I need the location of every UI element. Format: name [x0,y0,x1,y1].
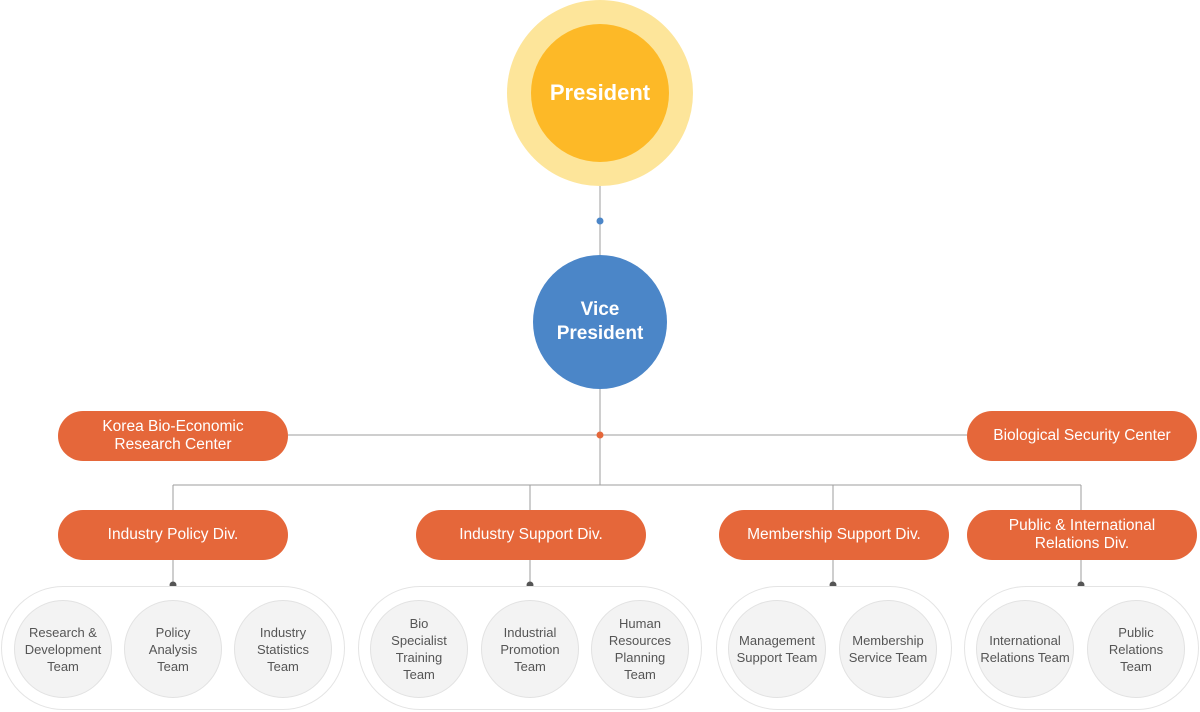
team-node: Bio Specialist Training Team [370,600,468,698]
team-node: Research & Development Team [14,600,112,698]
team-label: Bio Specialist Training Team [391,616,447,682]
team-label: Research & Development Team [24,624,102,674]
division-label: Membership Support Div. [747,526,921,543]
division-node-public-international: Public & International Relations Div. [967,510,1197,560]
center-label: Korea Bio-Economic Research Center [102,418,244,453]
division-node-membership-support: Membership Support Div. [719,510,949,560]
division-label: Industry Support Div. [459,526,603,543]
team-label: Membership Service Team [848,633,928,665]
team-label: Public Relations Team [1108,624,1164,674]
team-node: Membership Service Team [839,600,937,698]
division-label: Public & International Relations Div. [1008,517,1156,552]
president-node: President [531,24,669,162]
connector-dot-top [596,217,604,225]
vice-president-node: Vice President [533,255,667,389]
team-node: Human Resources Planning Team [591,600,689,698]
center-node-korea-bio-economic: Korea Bio-Economic Research Center [58,411,288,461]
team-node: Industrial Promotion Team [481,600,579,698]
vice-president-label: Vice President [556,299,644,344]
center-node-biological-security: Biological Security Center [967,411,1197,461]
team-label: Industrial Promotion Team [500,624,560,674]
division-node-industry-support: Industry Support Div. [416,510,646,560]
team-node: International Relations Team [976,600,1074,698]
president-label: President [549,80,651,105]
team-label: International Relations Team [980,633,1070,665]
team-label: Industry Statistics Team [256,624,309,674]
team-label: Management Support Team [736,633,818,665]
connector-dot-mid [596,431,604,439]
team-node: Policy Analysis Team [124,600,222,698]
team-node: Management Support Team [728,600,826,698]
team-node: Public Relations Team [1087,600,1185,698]
team-label: Policy Analysis Team [148,624,198,674]
division-node-industry-policy: Industry Policy Div. [58,510,288,560]
division-label: Industry Policy Div. [107,526,239,543]
team-node: Industry Statistics Team [234,600,332,698]
team-label: Human Resources Planning Team [608,616,672,682]
center-label: Biological Security Center [993,427,1171,444]
